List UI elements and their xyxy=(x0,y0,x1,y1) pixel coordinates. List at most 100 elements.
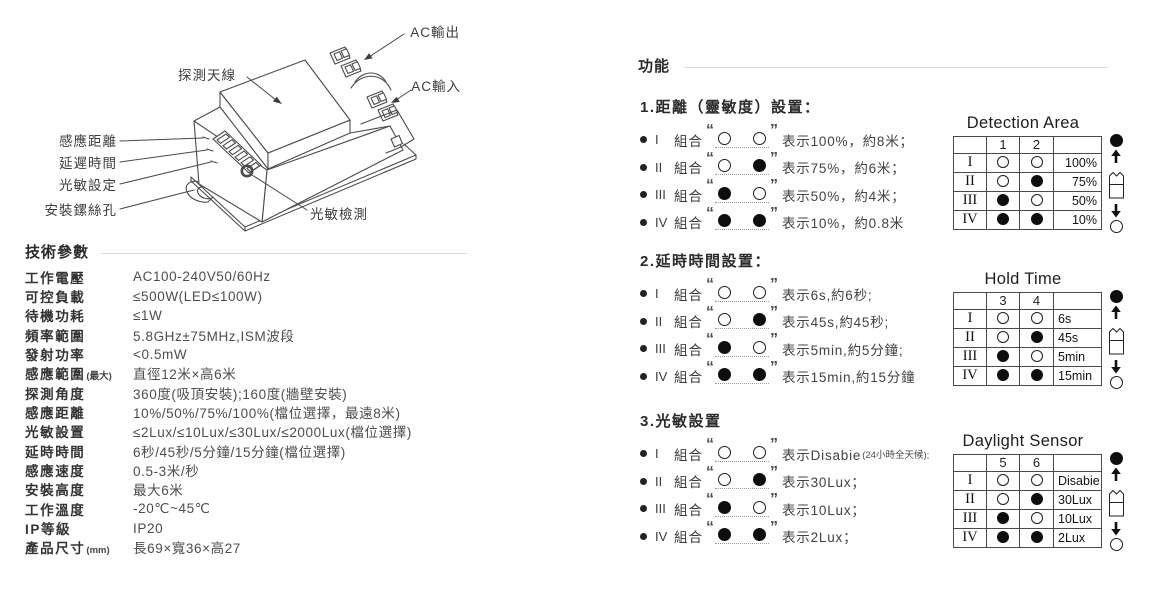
col-header: 5 xyxy=(986,454,1020,472)
col-header: 1 xyxy=(986,136,1020,154)
switch-state-dot xyxy=(997,331,1009,344)
daylight-sensor-title: Daylight Sensor xyxy=(962,432,1084,450)
arrow-down-icon xyxy=(1111,204,1121,218)
spec-label: 工作電壓 xyxy=(25,270,86,286)
spec-label: 安裝高度 xyxy=(25,483,86,499)
device-diagram: 探測天線 AC輸出 AC輸入 感應距離 延遲時間 光敏設定 安裝鏍絲孔 光敏檢測 xyxy=(45,25,461,232)
spec-label: IP等級 xyxy=(25,522,72,538)
spec-value: IP20 xyxy=(133,520,164,536)
label-ac-input: AC輸入 xyxy=(411,79,461,94)
switch-off-dot xyxy=(1109,376,1123,389)
switch-1-dot xyxy=(718,445,731,459)
quote-open: “ xyxy=(706,491,714,508)
quote-open: “ xyxy=(706,177,714,194)
dip-switch-state xyxy=(715,285,769,302)
bullet-icon xyxy=(640,191,647,199)
switch-state-dot xyxy=(1030,512,1043,525)
quote-open: “ xyxy=(706,276,714,293)
switch-1-dot xyxy=(718,313,731,327)
quote-close: ” xyxy=(770,463,778,481)
section-heading: 1.距離（靈敏度）設置： xyxy=(640,99,821,116)
spec-row: IP等級 IP20 xyxy=(25,518,600,538)
spec-value: -20℃~45℃ xyxy=(133,500,211,516)
switch-2-dot xyxy=(753,186,766,200)
row-value: 75% xyxy=(1053,171,1102,192)
label-ac-output: AC輸出 xyxy=(410,25,460,40)
spec-label: 頻率範圍 xyxy=(25,328,86,344)
spec-row: 感應範圍(最大)直徑12米×高6米 xyxy=(25,364,600,383)
arrow-down-icon xyxy=(1111,360,1121,374)
switch-1-dot xyxy=(718,340,731,354)
row-numeral: IV xyxy=(953,209,987,230)
switch-2-dot xyxy=(753,500,766,514)
dip-switch-state xyxy=(715,368,769,385)
row-numeral: II xyxy=(953,171,987,192)
row-value: 45s xyxy=(1053,327,1102,348)
list-item: I 組合“ ”表示6s,約6秒; xyxy=(640,276,960,308)
switch-1-dot xyxy=(718,528,731,542)
arrow-up-icon xyxy=(1111,149,1121,163)
switch-2-dot xyxy=(753,285,766,299)
spec-row: 產品尺寸(mm)長69×寬36×高27 xyxy=(25,538,600,557)
terminal-blocks xyxy=(329,46,415,154)
combo-description: 表示10%，約0.8米 xyxy=(782,216,905,232)
switch-state-dot xyxy=(997,369,1009,382)
quote-open: “ xyxy=(706,463,714,481)
combo-description: 表示15min,約15分鐘 xyxy=(782,370,916,386)
spec-value: 最大6米 xyxy=(133,483,184,499)
label-antenna: 探測天線 xyxy=(178,68,236,83)
spec-value: 360度(吸頂安裝);160度(牆壁安裝) xyxy=(133,386,348,402)
quote-close: ” xyxy=(770,204,778,222)
dip-switch-state xyxy=(715,500,769,517)
spec-label: 感應速度 xyxy=(25,464,86,480)
section-heading: 2.延時時間設置： xyxy=(640,253,772,270)
quote-close: ” xyxy=(770,276,778,293)
bullet-icon xyxy=(640,505,647,513)
switch-2-dot xyxy=(753,445,766,459)
quote-close: ” xyxy=(770,149,778,167)
quote-open: “ xyxy=(706,149,714,167)
spec-label: 延時時間 xyxy=(25,444,86,460)
switch-state-dot xyxy=(997,194,1009,207)
switch-state-dot xyxy=(997,493,1009,506)
spec-row: 安裝高度 最大6米 xyxy=(25,480,600,499)
tech-specs-rule xyxy=(100,253,468,254)
switch-1-dot xyxy=(718,186,731,200)
combo-description: 表示5min,約5分鐘; xyxy=(782,342,904,358)
combo-description: 表示2Lux； xyxy=(782,530,858,546)
spec-label: 探測角度 xyxy=(25,386,86,402)
row-value: 10Lux xyxy=(1053,508,1102,529)
combo-description: 表示10Lux； xyxy=(782,502,866,518)
spec-label: 感應距離 xyxy=(25,406,86,422)
row-numeral: II xyxy=(953,489,987,510)
combo-label: 組合 xyxy=(674,315,703,331)
combo-numeral: II xyxy=(655,159,663,175)
combo-numeral: IV xyxy=(655,528,668,544)
combo-description: 表示45s,約45秒; xyxy=(782,315,890,331)
switch-state-dot xyxy=(997,531,1009,544)
combo-label: 組合 xyxy=(674,287,703,303)
combo-numeral: I xyxy=(655,286,659,302)
light-sensor-circle xyxy=(240,164,254,178)
switch-state-dot xyxy=(1030,493,1043,506)
row-value: 6s xyxy=(1053,308,1102,329)
combo-description: 表示Disabie xyxy=(782,447,862,463)
row-numeral: III xyxy=(953,190,987,211)
combo-description: 表示6s,約6秒; xyxy=(782,287,873,303)
spec-value: ≤1W xyxy=(133,307,163,323)
row-value: 10% xyxy=(1053,209,1102,230)
tech-specs-title: 技術參數 xyxy=(25,244,90,261)
